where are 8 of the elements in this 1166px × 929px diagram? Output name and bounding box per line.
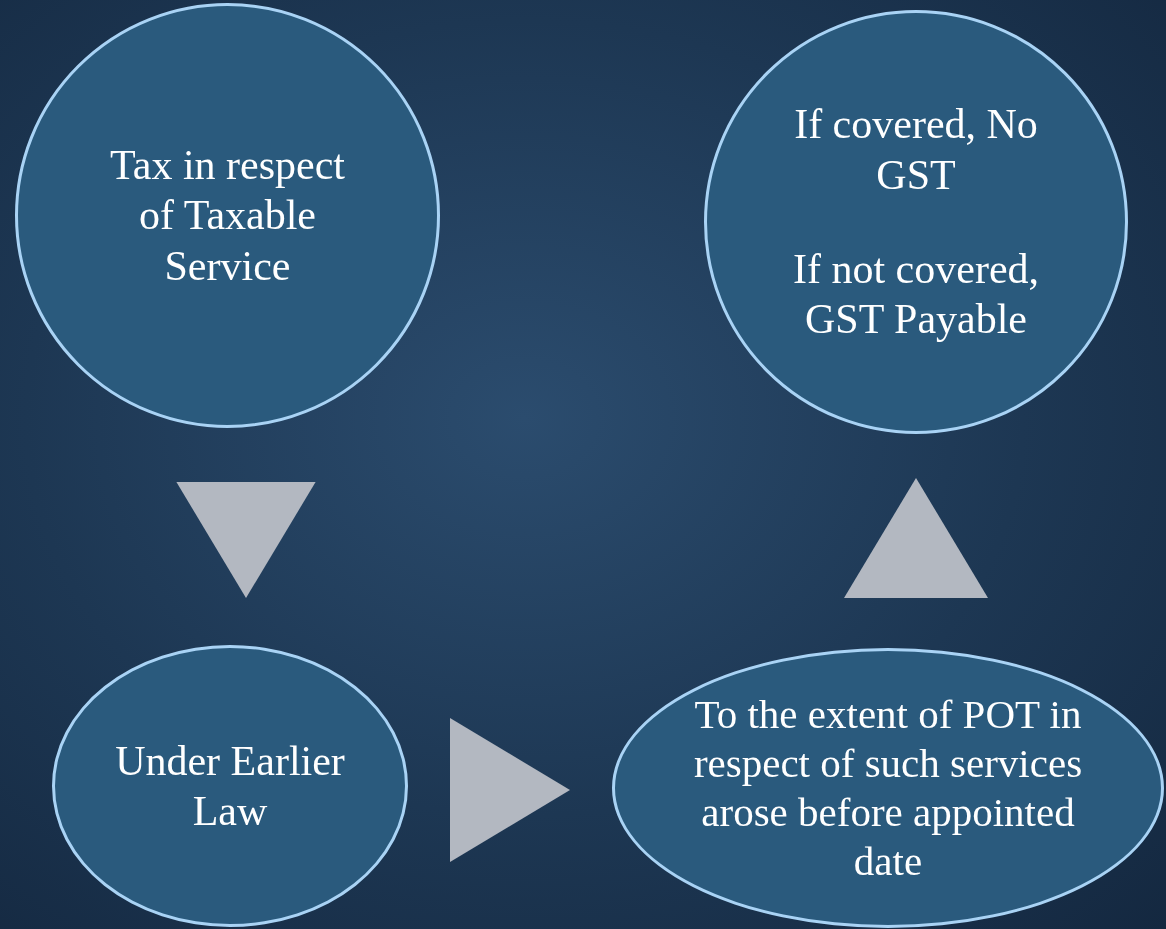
node-text: Tax in respect of Taxable Service	[109, 140, 346, 291]
node-text: If not covered, GST Payable	[791, 245, 1041, 345]
arrow-triangle	[450, 718, 570, 862]
arrow-triangle	[176, 482, 316, 598]
node-text: If covered, No GST	[793, 100, 1039, 200]
node-text: Under Earlier Law	[114, 736, 346, 836]
node-text: To the extent of POT in respect of such services arose before appointed date	[692, 689, 1084, 887]
arrow-triangle	[844, 478, 988, 598]
